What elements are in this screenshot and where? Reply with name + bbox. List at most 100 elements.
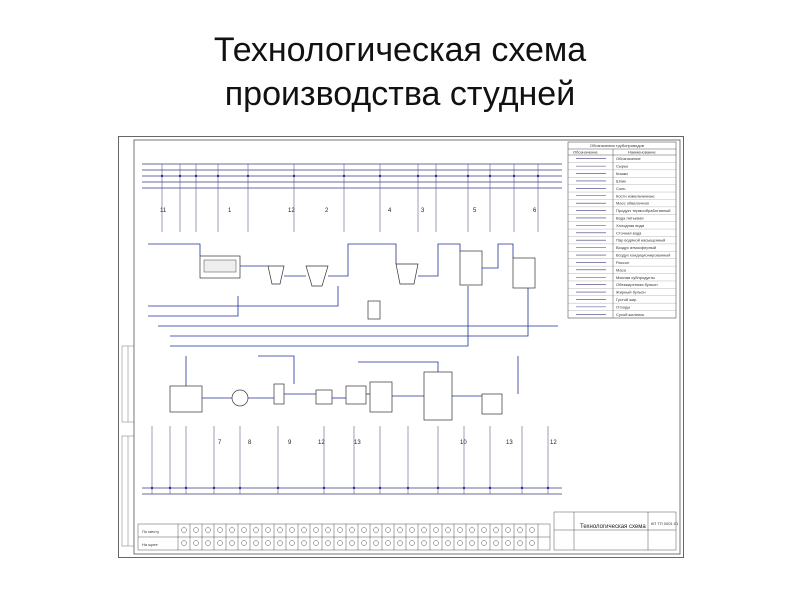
- legend-row-label: Обезжиренная бульон: [616, 282, 658, 287]
- dispenser-13: [345, 385, 367, 405]
- instrument-symbol: [253, 527, 259, 533]
- legend-row-label: Шпик: [616, 178, 626, 183]
- grinder: [305, 265, 329, 287]
- equipment-number: 1: [228, 208, 232, 214]
- mixer-3: [395, 263, 419, 285]
- process-piping: [148, 243, 558, 399]
- junction-dot: [462, 486, 466, 490]
- legend-row-label: Масс обвалочная: [616, 201, 649, 206]
- utility-lines-bottom: [142, 487, 562, 495]
- equipment-number: 7: [218, 440, 222, 446]
- tank-4: [367, 300, 381, 320]
- junction-dot: [216, 174, 220, 178]
- legend-row-label: Густой жир: [616, 297, 637, 302]
- instrument-symbol: [313, 540, 319, 546]
- junction-dot: [194, 174, 198, 178]
- utility-drops: [160, 164, 540, 232]
- instrument-symbol: [529, 540, 535, 546]
- instrument-symbol: [277, 540, 283, 546]
- instrument-symbol: [445, 527, 451, 533]
- instrument-symbol: [193, 540, 199, 546]
- instrument-row-local: По месту: [142, 529, 159, 534]
- instrument-symbol: [421, 540, 427, 546]
- equipment-number: 13: [354, 440, 361, 446]
- junction-dot: [246, 174, 250, 178]
- instrument-symbol: [385, 527, 391, 533]
- instrument-symbol: [337, 540, 343, 546]
- legend-row-label: Вода питьевая: [616, 215, 644, 220]
- instrument-symbol: [181, 540, 187, 546]
- instrument-symbol: [517, 540, 523, 546]
- instrument-symbol: [505, 527, 511, 533]
- instrument-symbol: [445, 540, 451, 546]
- instrument-symbol: [289, 527, 295, 533]
- legend-col-right: Наименование: [628, 150, 657, 155]
- instrument-symbol: [205, 540, 211, 546]
- equipment-number: 11: [160, 208, 167, 214]
- title-block-name: Технологическая схема: [580, 524, 646, 530]
- legend-row-label: Холодная вода: [616, 223, 645, 228]
- junction-dot: [512, 174, 516, 178]
- instrument-symbol: [433, 540, 439, 546]
- junction-dot: [488, 486, 492, 490]
- legend-row-label: Мясная субпродукты: [616, 275, 655, 280]
- instrument-symbol: [193, 527, 199, 533]
- legend-row-label: Соль: [616, 186, 625, 191]
- packer-13: [481, 393, 503, 415]
- instrument-symbol: [325, 527, 331, 533]
- junction-dot: [168, 486, 172, 490]
- instrument-symbol: [481, 540, 487, 546]
- legend-col-left: Обозначение: [573, 150, 599, 155]
- junction-dot: [160, 174, 164, 178]
- legend-row-label: Рассол: [616, 260, 630, 265]
- equipment-number: 5: [473, 208, 477, 214]
- junction-dot: [520, 486, 524, 490]
- legend-row-label: Пар водяной насыщенный: [616, 238, 665, 243]
- junction-dot: [546, 486, 550, 490]
- junction-dot: [434, 174, 438, 178]
- boiler-6: [512, 257, 536, 289]
- instrument-symbol: [385, 540, 391, 546]
- instrument-row-panel: На щите: [142, 542, 159, 547]
- instrument-symbol: [277, 527, 283, 533]
- instrument-symbol: [361, 527, 367, 533]
- instrument-symbol: [361, 540, 367, 546]
- instrument-symbol: [457, 527, 463, 533]
- cooler: [369, 381, 393, 413]
- equipment-number: 3: [421, 208, 425, 214]
- junction-dot: [378, 174, 382, 178]
- legend-row-label: Отходы: [616, 304, 630, 309]
- junction-dot: [416, 174, 420, 178]
- instrument-symbol: [469, 527, 475, 533]
- instrument-symbol: [205, 527, 211, 533]
- junction-dot: [276, 486, 280, 490]
- legend-row-label: Кишки: [616, 171, 628, 176]
- instrument-symbol: [469, 540, 475, 546]
- junction-dot: [150, 486, 154, 490]
- drawing-frame-outer: [118, 136, 684, 558]
- instrument-symbol: [349, 527, 355, 533]
- instrument-symbol: [217, 527, 223, 533]
- instrument-symbol: [181, 527, 187, 533]
- legend-row-label: Воздух атмосферный: [616, 245, 656, 250]
- junction-dot: [178, 174, 182, 178]
- instrument-symbol: [433, 527, 439, 533]
- legend-row-label: Маса: [616, 267, 627, 272]
- instrument-symbol: [529, 527, 535, 533]
- equipment-number: 9: [288, 440, 292, 446]
- junction-dot: [184, 486, 188, 490]
- junction-dot: [322, 486, 326, 490]
- cutter-machine: [199, 255, 241, 279]
- junction-dot: [436, 486, 440, 490]
- junction-dot: [488, 174, 492, 178]
- legend-row-label: Кости измельченные: [616, 193, 655, 198]
- slide-title: Технологическая схема производства студн…: [0, 28, 800, 116]
- instrument-symbol: [373, 540, 379, 546]
- legend-table: Обозначения трубопроводов Обозначение На…: [567, 141, 677, 319]
- legend-row-label: Сырье: [616, 164, 629, 169]
- instrument-symbol: [325, 540, 331, 546]
- junction-dot: [406, 486, 410, 490]
- title-block: [553, 511, 677, 551]
- legend-row-label: Сточная вода: [616, 230, 642, 235]
